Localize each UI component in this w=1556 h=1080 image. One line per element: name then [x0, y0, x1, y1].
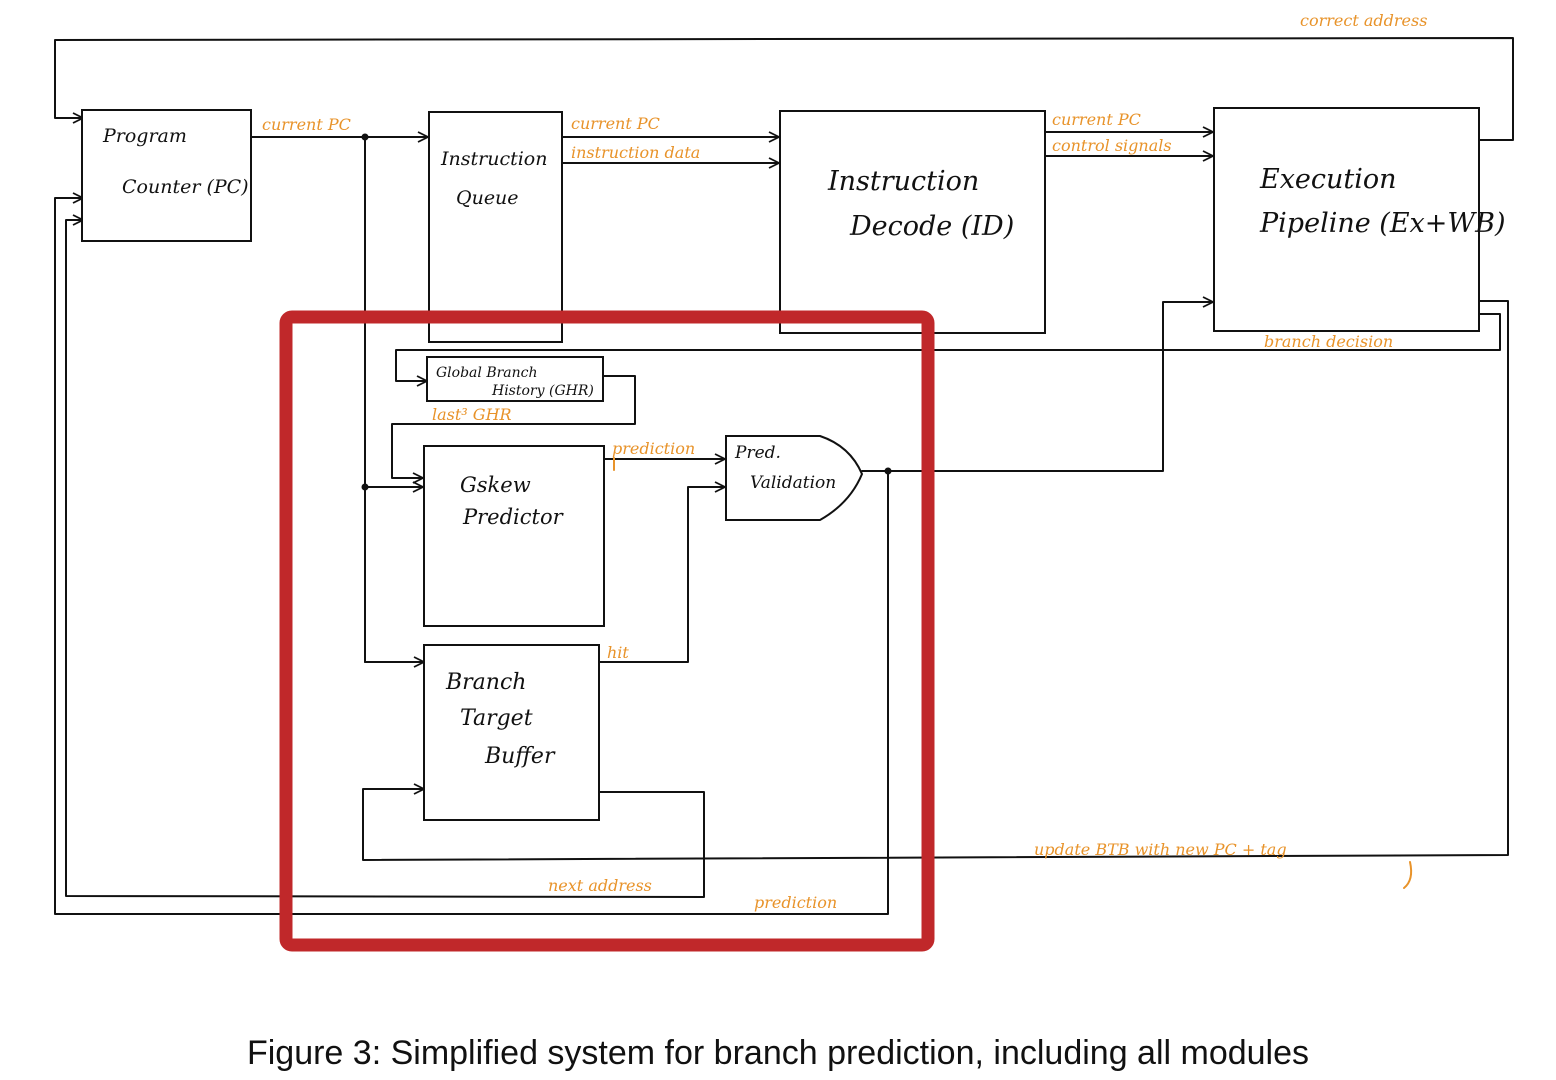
pred-validation-gate — [725, 435, 864, 521]
instruction-queue-label: Queue — [456, 187, 519, 209]
correct-address-label: correct address — [1300, 11, 1427, 30]
btb-block — [423, 644, 600, 821]
svg-text:Pred.Validation: Pred. Validation — [734, 443, 836, 493]
btb-label: Buffer — [484, 744, 556, 769]
instruction-queue-block — [428, 111, 563, 343]
junction-dot — [361, 483, 369, 491]
instruction-queue-label: Instruction — [440, 148, 547, 170]
execution-pipeline-block — [1213, 107, 1480, 332]
junction-dot — [884, 467, 892, 475]
hit-label: hit — [607, 643, 629, 662]
instruction-data-label: instruction data — [571, 143, 700, 162]
execution-pipeline-label: Pipeline (Ex+WB) — [1259, 208, 1506, 239]
ghr-label: History (GHR) — [491, 383, 594, 399]
control-signals-label: control signals — [1052, 136, 1172, 155]
figure-caption: Figure 3: Simplified system for branch p… — [246, 1034, 1310, 1072]
gskew-predictor-label: Predictor — [462, 505, 565, 529]
prediction-to-pc-wire — [54, 198, 889, 915]
queue-pc-label: current PC — [571, 114, 660, 133]
instruction-decode-label: Decode (ID) — [849, 211, 1014, 242]
gskew-predictor-block — [423, 445, 605, 627]
gskew-predictor-label: Gskew — [460, 473, 531, 497]
hit-wire — [599, 487, 726, 663]
current-pc-label: current PC — [262, 115, 351, 134]
update-btb-wire — [362, 300, 1509, 861]
btb-label: Branch — [445, 670, 526, 695]
correct-address-wire — [54, 37, 1514, 141]
program-counter-block — [81, 109, 252, 242]
validation-out-wire — [861, 302, 1214, 472]
branch-decision-label: branch decision — [1264, 332, 1393, 351]
last-ghr-label: last³ GHR — [432, 405, 512, 424]
instruction-decode-block — [779, 110, 1046, 334]
ghr-label: Global Branch — [436, 365, 538, 381]
program-counter-label: Counter (PC) — [122, 176, 249, 198]
pred-validation-label: Validation — [750, 473, 836, 493]
update-btb-tail — [1403, 861, 1413, 889]
next-address-label: next address — [548, 876, 652, 895]
program-counter-label: Program — [102, 125, 187, 147]
ghr-block — [426, 356, 604, 402]
branch-decision-wire — [395, 313, 1501, 381]
instruction-decode-label: Instruction — [827, 166, 979, 197]
junction-dot — [361, 133, 369, 141]
prediction-gskew-label: prediction — [612, 439, 695, 458]
decode-pc-label: current PC — [1052, 110, 1141, 129]
update-btb-label: update BTB with new PC + tag — [1034, 840, 1287, 859]
execution-pipeline-label: Execution — [1259, 164, 1397, 195]
pred-validation-label: Pred. — [734, 443, 781, 463]
highlight-frame — [279, 310, 935, 952]
btb-label: Target — [460, 706, 533, 731]
ghr-to-gskew-wire — [391, 375, 636, 478]
prediction-out-label: prediction — [754, 893, 837, 912]
next-address-wire — [65, 220, 705, 898]
